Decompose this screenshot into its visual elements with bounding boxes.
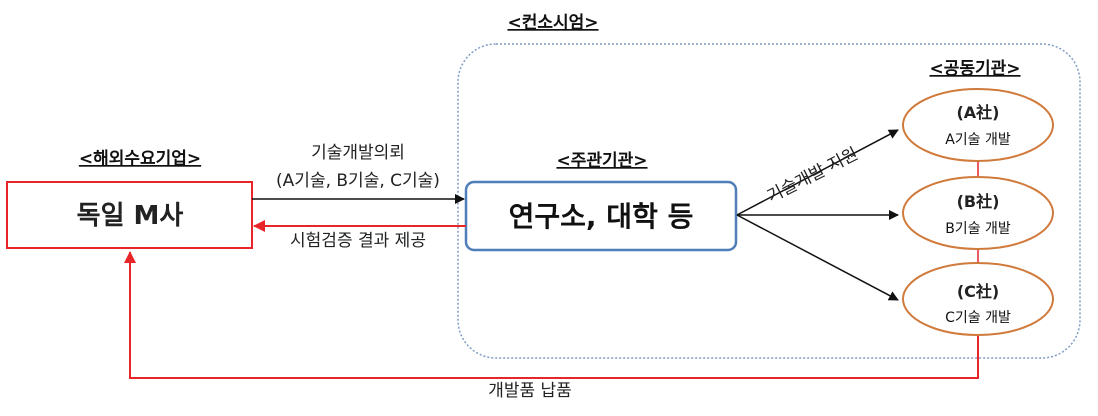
- company-name: (A社): [956, 103, 999, 122]
- lead-label: <주관기관>: [556, 151, 647, 171]
- support-arrow-c: [736, 214, 899, 301]
- company-task: A기술 개발: [945, 132, 1011, 148]
- joint-label: <공동기관>: [929, 59, 1020, 79]
- delivery-label: 개발품 납품: [488, 381, 572, 401]
- joint-company-a: (A社) A기술 개발: [902, 88, 1054, 162]
- support-label: 기술개발 지원: [764, 144, 862, 207]
- result-label: 시험검증 결과 제공: [290, 231, 426, 251]
- consortium-boundary: [457, 43, 1081, 359]
- company-task: B기술 개발: [945, 221, 1011, 237]
- request-detail: (A기술, B기술, C기술): [276, 171, 440, 191]
- company-task: C기술 개발: [945, 310, 1011, 326]
- joint-company-b: (B社) B기술 개발: [902, 176, 1054, 250]
- request-label: 기술개발의뢰: [311, 143, 405, 163]
- support-arrow-a: [736, 129, 899, 216]
- lead-institution-name: 연구소, 대학 등: [509, 200, 694, 233]
- consortium-label: <컨소시엄>: [507, 13, 598, 33]
- demand-company-box: [6, 181, 253, 249]
- demand-company-name: 독일 M사: [77, 201, 184, 231]
- demand-label: <해외수요기업>: [79, 149, 201, 169]
- joint-company-c: (C社) C기술 개발: [902, 262, 1054, 336]
- company-name: (C社): [957, 282, 999, 301]
- delivery-arrow: [124, 251, 979, 379]
- lead-institution-box: [464, 180, 738, 252]
- company-name: (B社): [957, 192, 1000, 211]
